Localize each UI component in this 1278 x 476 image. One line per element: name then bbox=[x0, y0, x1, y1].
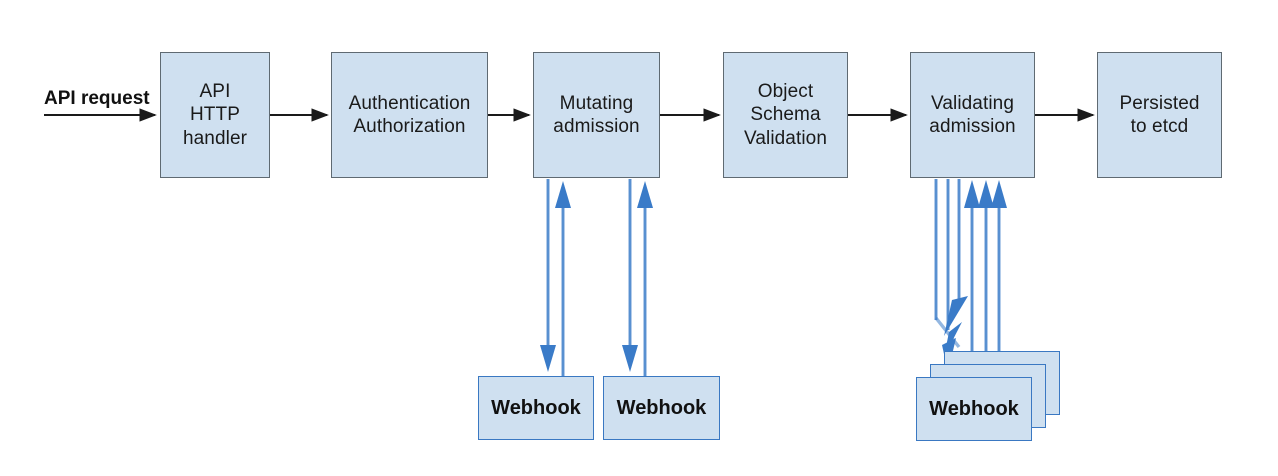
webhook-box-mutating-2[interactable]: Webhook bbox=[603, 376, 720, 440]
webhook-label: Webhook bbox=[491, 396, 581, 419]
node-label: Object Schema Validation bbox=[743, 81, 828, 149]
node-label: Mutating admission bbox=[553, 92, 640, 137]
node-authentication-authorization[interactable]: Authentication Authorization bbox=[331, 52, 488, 178]
webhook-box-mutating-1[interactable]: Webhook bbox=[478, 376, 594, 440]
arrow-webhook-2-to-mutating bbox=[637, 181, 653, 376]
node-persisted-to-etcd[interactable]: Persisted to etcd bbox=[1097, 52, 1222, 178]
arrow-webhook-1-to-mutating bbox=[555, 181, 571, 376]
node-api-http-handler[interactable]: API HTTP handler bbox=[160, 52, 270, 178]
node-label: API HTTP handler bbox=[182, 81, 248, 149]
arrow-validating-webhook-calls bbox=[934, 179, 968, 372]
node-validating-admission[interactable]: Validating admission bbox=[910, 52, 1035, 178]
webhook-label: Webhook bbox=[929, 397, 1019, 420]
node-label: Persisted to etcd bbox=[1119, 92, 1200, 137]
arrow-mutating-to-webhook-2 bbox=[622, 179, 638, 372]
api-request-label: API request bbox=[44, 88, 150, 109]
node-mutating-admission[interactable]: Mutating admission bbox=[533, 52, 660, 178]
node-label: Validating admission bbox=[929, 92, 1016, 137]
webhook-box-validating-1[interactable]: Webhook bbox=[916, 377, 1032, 441]
webhook-label: Webhook bbox=[616, 396, 707, 419]
node-object-schema-validation[interactable]: Object Schema Validation bbox=[723, 52, 848, 178]
arrow-validating-webhook-returns bbox=[964, 180, 1007, 382]
arrow-mutating-to-webhook-1 bbox=[540, 179, 556, 372]
node-label: Authentication Authorization bbox=[348, 92, 471, 137]
